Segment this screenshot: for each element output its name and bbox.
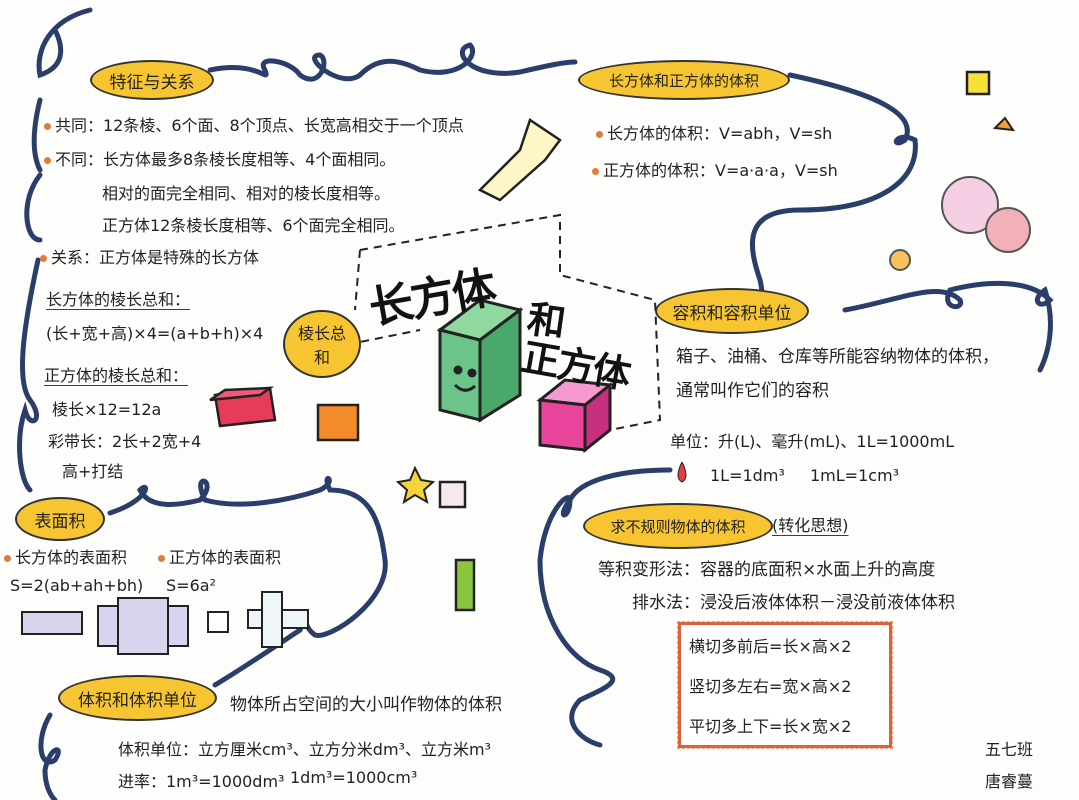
signature-class: 五七班 [985,740,1034,759]
swirl-line [17,97,43,493]
irregular-heading: 求不规则物体的体积 [583,503,773,549]
cuboid-edge-label: 长方体的棱长总和： [46,290,191,309]
cuboid-edge-formula: (长+宽+高)×4=(a+b+h)×4 [46,324,264,343]
white-cube [438,480,467,509]
cut-rule: 横切多前后=长×高×2 [689,637,852,656]
cuboid-surface-formula: S=2(ab+ah+bh) [10,576,144,595]
swirl-line [537,467,673,748]
swirl-line [36,7,93,79]
water-displacement-method: 排水法：浸没后液体体积－浸没前液体体积 [632,593,955,613]
edge-sum-badge: 棱长总和 [283,310,361,378]
common-features-text: 共同：12条棱、6个面、8个顶点、长宽高相交于一个顶点 [55,116,464,135]
cuboid-surface-label-text: 长方体的表面积 [15,548,128,567]
different-features: 不同：长方体最多8条棱长度相等、4个面相同。 [44,146,395,170]
small-triangle [992,116,1016,132]
swirl-line [207,42,578,82]
bullet-icon [40,255,47,262]
ribbon-length: 彩带长：2长+2宽+4 [48,432,202,451]
bubbles [889,176,1031,271]
cube-volume-text: 正方体的体积：V=a·a·a，V=sh [603,161,838,180]
volume-heading: 长方体和正方体的体积 [578,60,790,100]
cube-volume: 正方体的体积：V=a·a·a，V=sh [592,157,838,181]
swirl-line [38,712,61,800]
yellow-cube [965,70,991,96]
relation: 关系：正方体是特殊的长方体 [40,244,259,268]
bullet-icon [4,555,11,562]
orange-cube [316,403,360,442]
capacity-conversion-2: 1mL=1cm³ [810,466,900,485]
conversion-thinking: (转化思想) [772,516,849,535]
green-cuboid-character [436,298,524,423]
bullet-icon [44,157,51,164]
volume-units-heading: 体积和体积单位 [58,675,217,721]
cube-surface-label: 正方体的表面积 [158,544,281,568]
swirl-line [742,72,918,318]
pink-cube-character [536,378,614,454]
swirl-line [842,281,1054,373]
capacity-units: 单位：升(L)、毫升(mL)、1L=1000mL [670,432,955,451]
cuboid-volume-text: 长方体的体积：V=abh，V=sh [607,124,833,143]
capacity-definition-1: 箱子、油桶、仓库等所能容纳物体的体积， [676,347,999,367]
capacity-heading: 容积和容积单位 [655,288,809,334]
bullet-icon [158,555,165,562]
different-features-text: 不同：长方体最多8条棱长度相等、4个面相同。 [55,150,396,169]
drop-icon [677,461,687,483]
volume-rate-1: 进率：1m³=1000dm³ [118,772,285,791]
red-cuboid [209,386,277,428]
surface-heading: 表面积 [15,497,105,541]
different-features-2: 相对的面完全相同、相对的棱长度相等。 [102,184,391,203]
star [395,465,436,505]
volume-units: 体积单位：立方厘米cm³、立方分米dm³、立方米m³ [118,740,491,759]
cube-surface-formula: S=6a² [166,576,216,595]
capacity-definition-2: 通常叫作它们的容积 [676,381,829,401]
relation-text: 关系：正方体是特殊的长方体 [51,248,260,267]
cutting-rules-box: 横切多前后=长×高×2 竖切多左右=宽×高×2 平切多上下=长×宽×2 [677,621,893,749]
cube-edge-label: 正方体的棱长总和： [44,366,189,385]
volume-definition: 物体所占空间的大小叫作物体的体积 [230,695,502,715]
ribbon-length-2: 高+打结 [62,462,124,481]
bullet-icon [592,168,599,175]
cut-rule: 竖切多左右=宽×高×2 [689,677,852,696]
signature-name: 唐睿蔓 [985,772,1034,791]
green-prism [454,558,476,612]
bullet-icon [44,123,51,130]
arrow-decoration [477,118,562,202]
bullet-icon [596,131,603,138]
cut-rule: 平切多上下=长×宽×2 [689,717,852,736]
capacity-conversion-1: 1L=1dm³ [710,466,785,485]
cube-surface-label-text: 正方体的表面积 [169,548,282,567]
features-heading: 特征与关系 [90,60,214,100]
cuboid-volume: 长方体的体积：V=abh，V=sh [596,120,832,144]
cuboid-surface-label: 长方体的表面积 [4,544,127,568]
surface-nets [21,591,309,655]
equal-volume-method: 等积变形法：容器的底面积×水面上升的高度 [598,560,936,580]
cube-edge-formula: 棱长×12=12a [52,400,162,419]
different-features-3: 正方体12条棱长度相等、6个面完全相同。 [102,216,405,235]
common-features: 共同：12条棱、6个面、8个顶点、长宽高相交于一个顶点 [44,112,464,136]
volume-rate-2: 1dm³=1000cm³ [290,768,418,787]
